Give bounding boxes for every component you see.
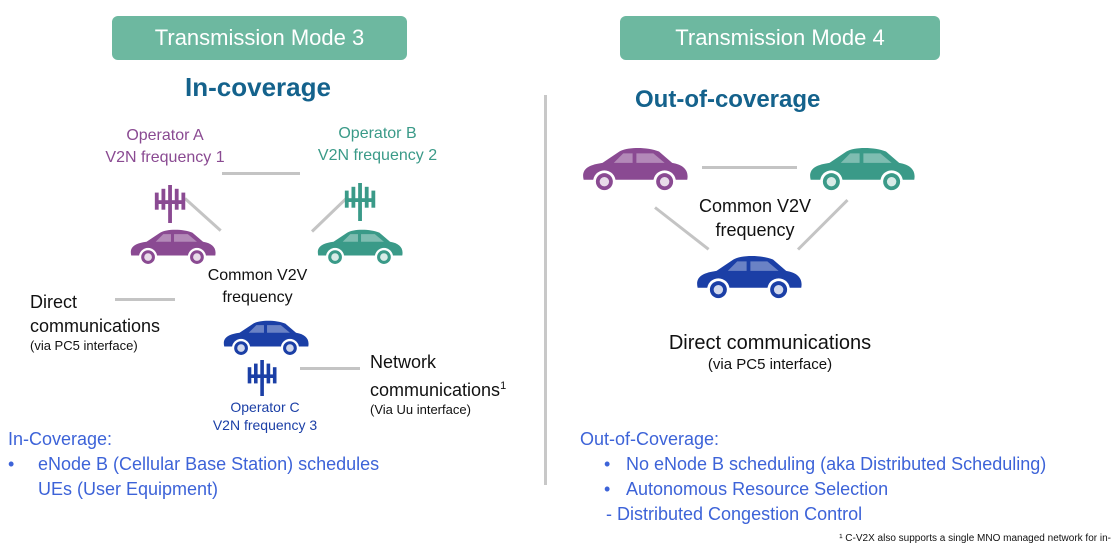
common-v2v-label-left: Common V2V frequency (190, 265, 325, 309)
bullet-line2: UEs (User Equipment) (38, 479, 219, 499)
network-line2: communications (370, 380, 501, 400)
operator-b-freq: V2N frequency 2 (317, 147, 438, 164)
network-comm-label: Network communications1 (Via Uu interfac… (370, 350, 506, 418)
mode4-banner: Transmission Mode 4 (620, 16, 940, 60)
network-line (300, 367, 360, 370)
mode3-banner: Transmission Mode 3 (112, 16, 407, 60)
operator-c-name: Operator C (230, 399, 300, 415)
footnote: ¹ C-V2X also supports a single MNO manag… (839, 533, 1111, 544)
panel-divider (544, 95, 547, 485)
common-v2v-line2: frequency (222, 289, 293, 306)
operator-a-name: Operator A (126, 127, 204, 144)
common-v2v-right-line1: Common V2V (698, 196, 812, 216)
network-line2-row: communications1 (370, 374, 506, 402)
bullet-line1: eNode B (Cellular Base Station) schedule… (38, 454, 380, 474)
direct-comm-label-left: Direct communications (via PC5 interface… (30, 290, 160, 354)
out-bullet-2-text: Autonomous Resource Selection (626, 479, 889, 499)
network-footnote-mark: 1 (500, 380, 507, 392)
network-line1: Network (370, 352, 437, 372)
car-c-icon (218, 316, 313, 358)
operator-link-line (222, 172, 300, 175)
out-sub-item: - Distributed Congestion Control (606, 504, 863, 524)
car-d-icon (578, 142, 691, 194)
out-bullet-2: • Autonomous Resource Selection (604, 477, 888, 502)
direct-comm-label-right: Direct communications (via PC5 interface… (640, 330, 900, 374)
in-coverage-title: In-coverage (185, 72, 331, 102)
direct-sub: (via PC5 interface) (30, 338, 138, 353)
network-sub: (Via Uu interface) (370, 402, 471, 417)
in-coverage-heading: In-Coverage: (8, 429, 113, 449)
common-v2v-label-right: Common V2V frequency (680, 194, 830, 242)
common-v2v-right-line2: frequency (715, 220, 795, 240)
bullet-marker: • (8, 454, 15, 474)
direct-line2: communications (30, 316, 161, 336)
out-bullet-2-marker: • (604, 479, 611, 499)
direct-line1: Direct (30, 292, 78, 312)
out-bullet-1-marker: • (604, 454, 611, 474)
operator-a-freq: V2N frequency 1 (105, 149, 225, 166)
operator-b-label: Operator B V2N frequency 2 (280, 123, 475, 167)
direct-right: Direct communications (668, 332, 872, 354)
car-f-icon (692, 250, 805, 302)
common-v2v-line1: Common V2V (207, 267, 308, 284)
operator-b-name: Operator B (338, 125, 417, 142)
car-e-icon (805, 142, 918, 194)
car-b-icon (312, 225, 407, 267)
v2v-top-line (702, 166, 797, 169)
out-of-coverage-heading: Out-of-Coverage: (580, 429, 720, 449)
tower-b-icon (342, 183, 380, 221)
tower-c-icon (245, 360, 281, 396)
out-of-coverage-title: Out-of-coverage (635, 86, 821, 113)
operator-a-label: Operator A V2N frequency 1 (80, 125, 250, 169)
direct-right-sub: (via PC5 interface) (707, 356, 833, 373)
out-bullet-1-text: No eNode B scheduling (aka Distributed S… (626, 454, 1047, 474)
operator-c-label: Operator C V2N frequency 3 (195, 398, 335, 434)
tower-a-icon (152, 185, 190, 223)
out-bullet-1: • No eNode B scheduling (aka Distributed … (604, 452, 1046, 477)
direct-line (115, 298, 175, 301)
car-a-icon (125, 225, 220, 267)
in-coverage-bullet: • eNode B (Cellular Base Station) schedul… (8, 452, 379, 477)
operator-c-freq: V2N frequency 3 (212, 417, 318, 433)
